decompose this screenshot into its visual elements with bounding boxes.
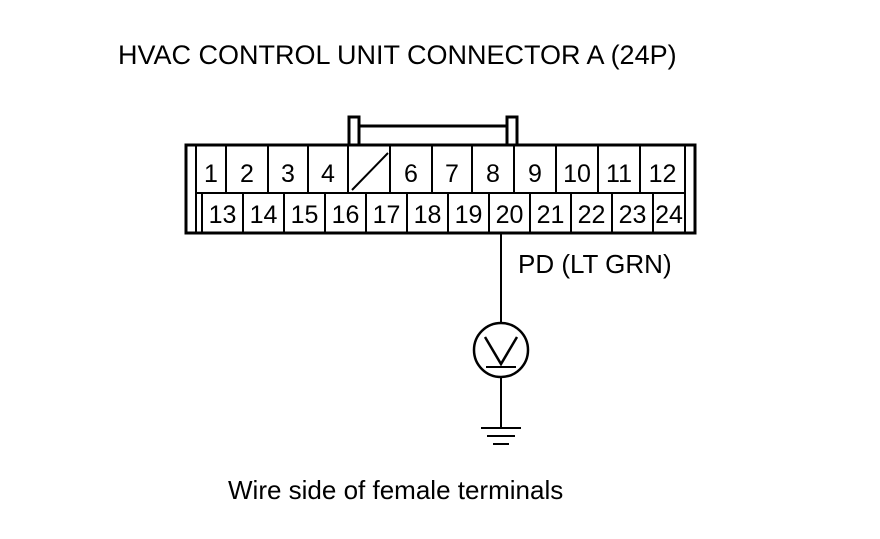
- terminal-19-label: 19: [455, 201, 483, 229]
- connector-lock-tab: [347, 115, 519, 145]
- terminal-6-label: 6: [404, 160, 418, 188]
- connector-body: [184, 143, 697, 235]
- terminal-13-label: 13: [209, 201, 237, 229]
- terminal-4-label: 4: [321, 160, 335, 188]
- terminal-3-label: 3: [281, 160, 295, 188]
- bottom-row-pins: 13 14 15 16 17 18 19 20 21 22 23 24: [209, 201, 683, 229]
- ground-icon: [481, 427, 521, 445]
- terminal-9-label: 9: [528, 160, 542, 188]
- terminal-14-label: 14: [250, 201, 278, 229]
- diagram-title: HVAC CONTROL UNIT CONNECTOR A (24P): [118, 40, 677, 70]
- wire-label: PD (LT GRN): [518, 249, 672, 279]
- terminal-10-label: 10: [563, 160, 591, 188]
- voltmeter-icon: [472, 321, 530, 379]
- terminal-18-label: 18: [414, 201, 442, 229]
- terminal-16-label: 16: [332, 201, 360, 229]
- terminal-2-label: 2: [240, 160, 254, 188]
- terminal-21-label: 21: [537, 201, 565, 229]
- terminal-17-label: 17: [373, 201, 401, 229]
- terminal-8-label: 8: [486, 160, 500, 188]
- terminal-23-label: 23: [619, 201, 647, 229]
- terminal-11-label: 11: [606, 160, 632, 188]
- bottom-row-dividers: [201, 193, 654, 233]
- diagram-caption: Wire side of female terminals: [228, 475, 563, 505]
- terminal-7-label: 7: [445, 160, 459, 188]
- terminal-20-label: 20: [496, 201, 524, 229]
- terminal-1-label: 1: [204, 160, 218, 188]
- terminal-15-label: 15: [291, 201, 319, 229]
- terminal-24-label: 24: [655, 201, 683, 229]
- top-row-dividers: [225, 145, 641, 193]
- empty-cavity-marker: [351, 152, 389, 191]
- terminal-22-label: 22: [578, 201, 606, 229]
- terminal-12-label: 12: [649, 160, 677, 188]
